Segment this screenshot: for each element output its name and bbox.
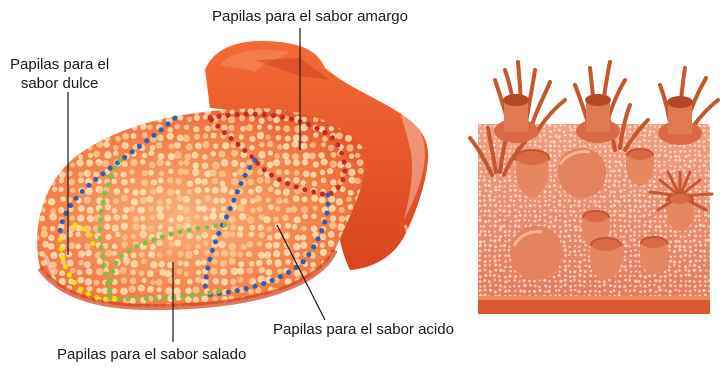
papilla-9: [510, 226, 562, 280]
label-sweet-line2: sabor dulce: [10, 74, 109, 93]
papilla-5: [558, 148, 606, 198]
label-sour-papillae: Papilas para el sabor acido: [273, 320, 454, 339]
label-sweet-papillae: Papilas para el sabor dulce: [10, 55, 109, 93]
label-salty-papillae: Papilas para el sabor salado: [57, 345, 246, 364]
papillae-tissue: [470, 62, 718, 314]
label-bitter-papillae: Papilas para el sabor amargo: [212, 7, 408, 26]
label-sweet-line1: Papilas para el: [10, 55, 109, 74]
tongue-body: [30, 104, 374, 313]
